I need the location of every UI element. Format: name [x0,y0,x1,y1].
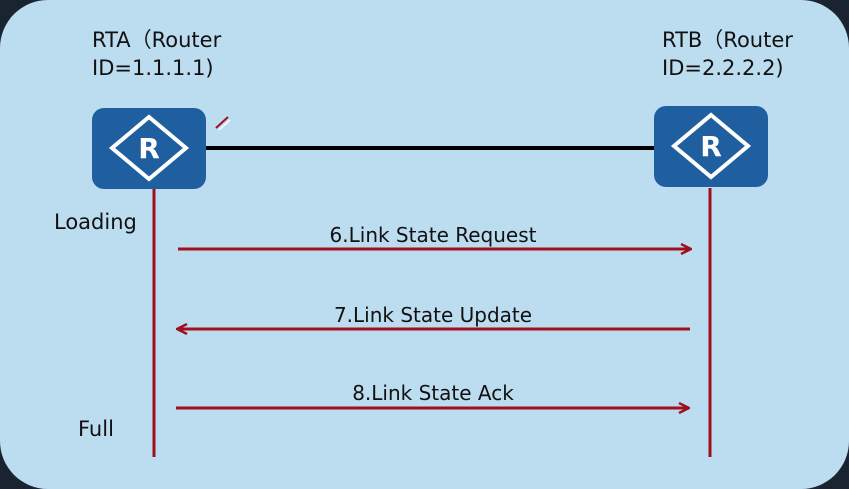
message-label-2: 7.Link State Update [334,303,532,327]
rta-label-line2: ID=1.1.1.1) [92,56,214,80]
message-label-3: 8.Link State Ack [352,381,514,405]
message-label-1: 6.Link State Request [330,223,537,247]
rta-router-letter: R [138,132,160,165]
state-loading: Loading [54,210,137,234]
rtb-label-line2: ID=2.2.2.2) [662,56,784,80]
pen-cursor-icon [215,116,231,131]
rta-label-line1: RTA（Router [92,28,222,52]
rtb-label-line1: RTB（Router [662,28,793,52]
rtb-router-letter: R [700,130,722,163]
rta-router-icon[interactable]: R [92,108,206,189]
rtb-router-icon[interactable]: R [654,106,768,187]
state-full: Full [78,417,114,441]
